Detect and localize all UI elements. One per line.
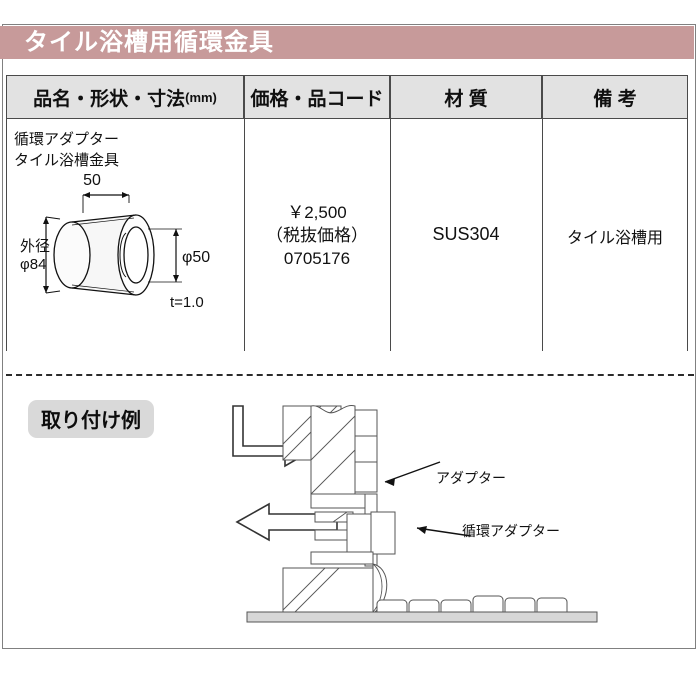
table-header-cell-material: 材 質 [390,75,542,119]
install-example-badge: 取り付け例 [28,400,154,438]
table-vline-3 [542,119,543,351]
dim-outer-value: φ84 [20,256,46,273]
dim-outer-label: 外径 [20,238,50,255]
title-band [0,26,694,59]
table-header-label-material: 材 質 [444,88,488,110]
label-circulation-adapter: 循環アダプター [462,523,560,539]
page-title: タイル浴槽用循環金具 [24,29,274,56]
table-header-cell-price: 価格・品コード [244,75,390,119]
dim-width-text: 50 [83,172,101,189]
dim-inner-text: φ50 [182,249,210,266]
table-vline-right [687,119,688,351]
table-vline-left [6,119,7,351]
spec-table: 品名・形状・寸法(mm) 価格・品コード 材 質 備 考 循環アダプター タイル… [6,75,688,351]
cell-product-name: 循環アダプター タイル浴槽金具 [14,131,120,169]
table-header-label-note: 備 考 [593,88,637,110]
table-vline-1 [244,119,245,351]
cell-note: タイル浴槽用 [566,230,663,247]
dim-thickness-text: t=1.0 [170,294,204,311]
table-header-unit-name: (mm) [185,89,217,105]
table-header-label-name: 品名・形状・寸法 [33,88,186,110]
table-header-cell-name: 品名・形状・寸法(mm) [6,75,244,119]
installation-diagram [232,405,598,623]
cell-material: SUS304 [432,224,500,244]
table-header-cell-note: 備 考 [542,75,688,119]
floor-slab [246,611,598,623]
table-header-label-price: 価格・品コード [250,88,384,110]
table-row: 循環アダプター タイル浴槽金具 50 [6,119,688,351]
table-vline-2 [390,119,391,351]
label-adapter: アダプター [436,470,506,486]
tile-row [376,595,568,613]
product-dimension-drawing: 50 [20,172,210,311]
section-divider [6,374,694,376]
cell-price: ￥2,500 （税抜価格） 0705176 [266,203,368,268]
table-header-row: 品名・形状・寸法(mm) 価格・品コード 材 質 備 考 [6,75,688,119]
